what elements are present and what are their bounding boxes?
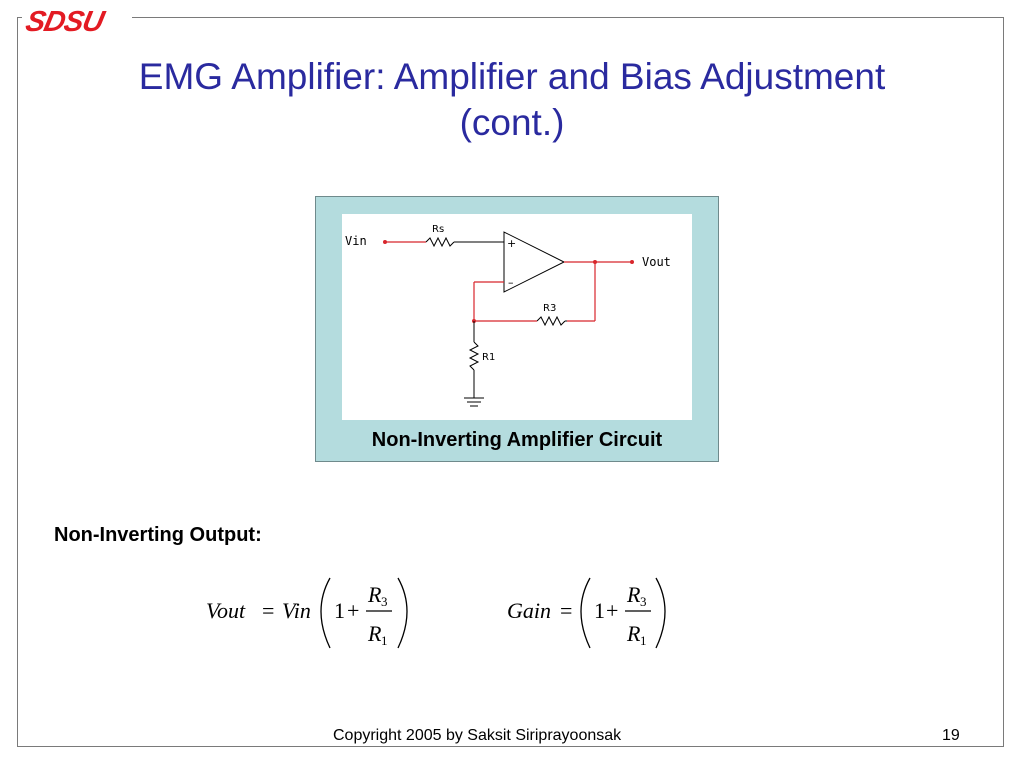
circuit-figure: Vin Vout Rs R3 R1 + – Non-Inverting Ampl… (315, 196, 719, 462)
sdsu-logo: SDSU (22, 6, 132, 38)
r1-label: R1 (482, 352, 495, 363)
circuit-caption: Non-Inverting Amplifier Circuit (371, 429, 663, 451)
section-label: Non-Inverting Output: (54, 524, 262, 546)
formula2-right-paren (655, 577, 666, 649)
vin-node (383, 240, 387, 244)
slide-title: EMG Amplifier: Amplifier and Bias Adjust… (60, 54, 964, 146)
page-number: 19 (942, 727, 960, 744)
formula1-eq: = (262, 598, 274, 623)
formula2-num-sub: 3 (640, 594, 647, 609)
rs-label: Rs (432, 224, 444, 235)
formula1-vin: Vin (282, 598, 311, 623)
logo-text: SDSU (22, 6, 107, 38)
circuit-schematic: Vin Vout Rs R3 R1 + – (345, 224, 671, 407)
vin-label: Vin (345, 234, 367, 248)
formula1-num-sub: 3 (381, 594, 388, 609)
formula1-num: R (367, 582, 382, 607)
title-line-2: (cont.) (459, 102, 565, 143)
formula1-one: 1 (334, 598, 345, 623)
r1-resistor (468, 341, 480, 371)
formula2-den: R (626, 621, 641, 646)
formula1-right-paren (397, 577, 408, 649)
formula1-plus: + (347, 598, 359, 623)
formula2-num: R (626, 582, 641, 607)
circuit-diagram: Vin Vout Rs R3 R1 + – (342, 214, 692, 420)
formula2-lhs: Gain (507, 598, 551, 623)
title-line-1: EMG Amplifier: Amplifier and Bias Adjust… (138, 56, 886, 97)
formula1-den-sub: 1 (381, 633, 388, 648)
formula1-left-paren (320, 577, 331, 649)
vout-label: Vout (642, 255, 671, 269)
r3-resistor (536, 315, 566, 327)
vout-node (630, 260, 634, 264)
formula1-lhs: Vout (206, 598, 246, 623)
slide-frame (17, 17, 1004, 747)
formula2-den-sub: 1 (640, 633, 647, 648)
formula2-eq: = (560, 598, 572, 623)
minus-label: – (508, 276, 514, 289)
formula2-left-paren (580, 577, 591, 649)
formula2-one: 1 (594, 598, 605, 623)
formula1-den: R (367, 621, 382, 646)
formulas: Vout = Vin 1 + R 3 R 1 Gain = 1 + R 3 R … (206, 577, 666, 649)
opamp-triangle (503, 231, 566, 293)
copyright-footer: Copyright 2005 by Saksit Siriprayoonsak (333, 727, 622, 744)
plus-label: + (507, 237, 516, 250)
rs-resistor (425, 236, 455, 248)
r3-label: R3 (543, 303, 556, 314)
formula2-plus: + (606, 598, 618, 623)
